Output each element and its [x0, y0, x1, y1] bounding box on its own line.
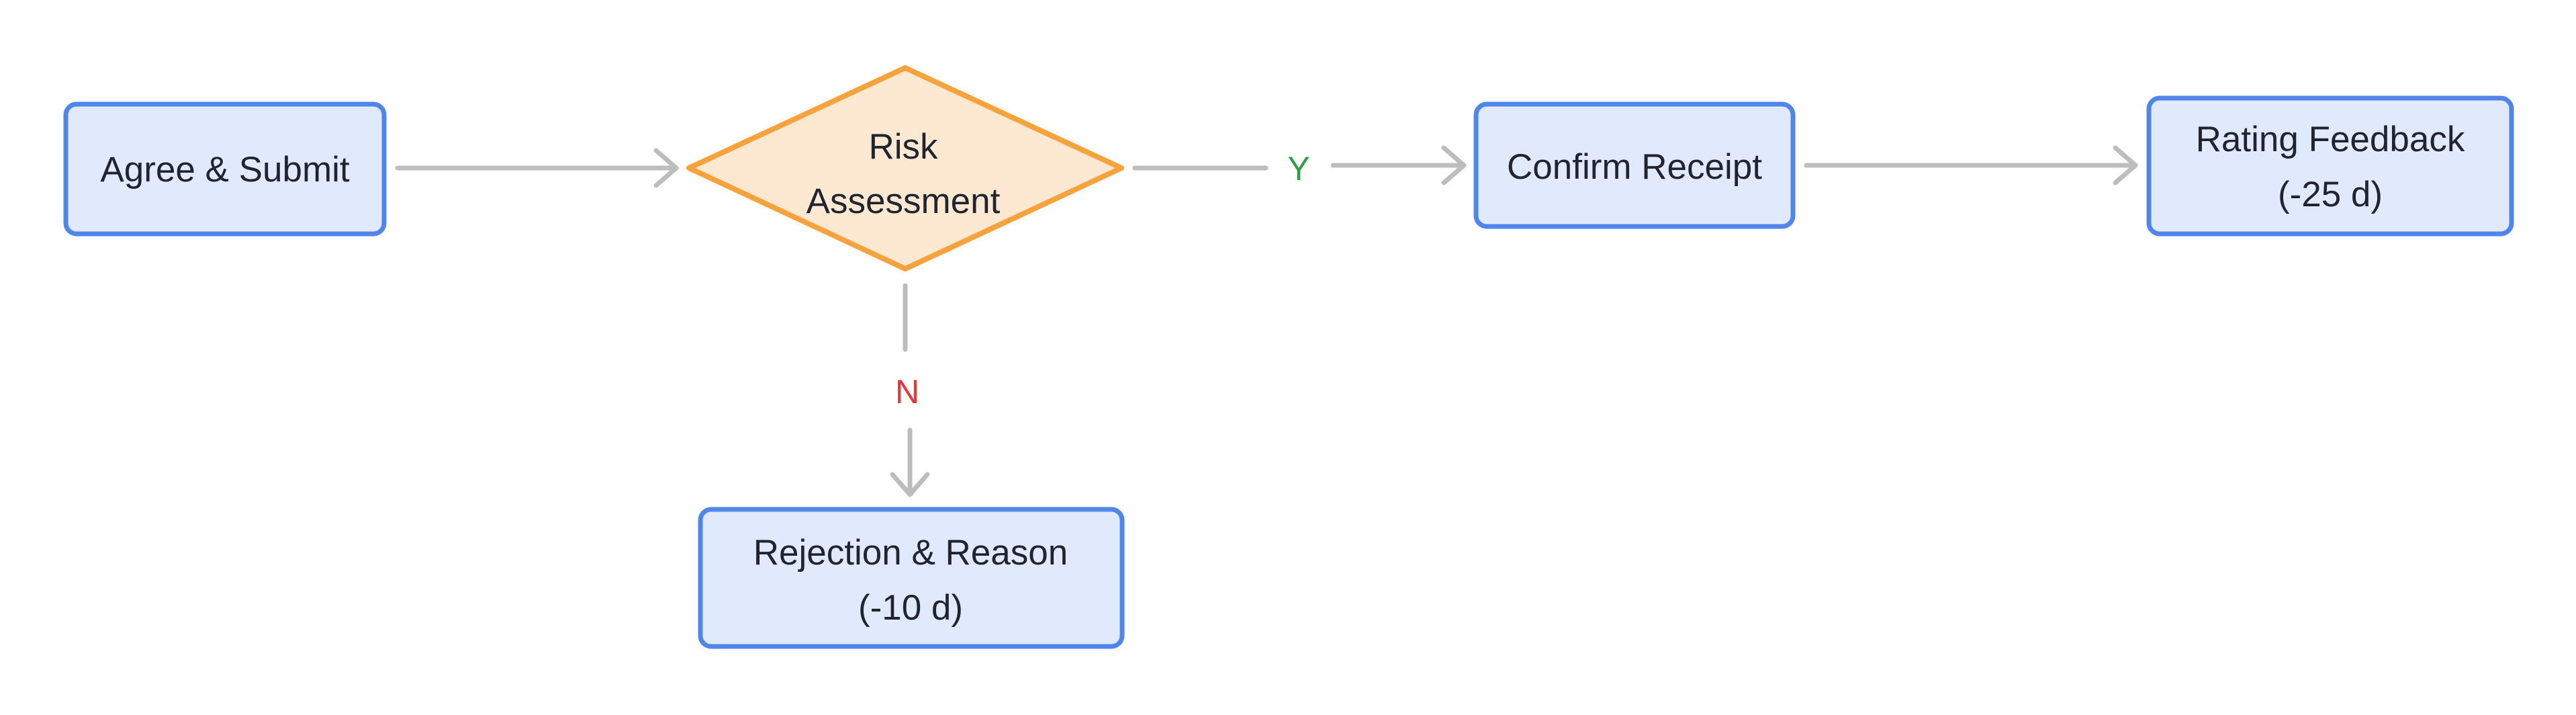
node-label: Confirm Receipt	[1507, 147, 1762, 187]
edge-risk-to-rejection	[890, 283, 930, 497]
edge-risk-to-confirm	[1132, 145, 1467, 185]
process-node-agree-submit[interactable]: Agree & Submit	[63, 101, 387, 237]
process-node-rejection-reason[interactable]: Rejection & Reason (-10 d)	[698, 507, 1125, 649]
node-label: Agree & Submit	[100, 150, 349, 190]
decision-node-risk-assessment[interactable]: Risk Assessment	[686, 65, 1124, 271]
node-label-line2: Assessment	[807, 181, 1001, 221]
edge-agree-to-risk	[395, 148, 679, 188]
process-node-rating-feedback[interactable]: Rating Feedback (-25 d)	[2146, 95, 2514, 237]
edge-confirm-to-rating	[1804, 145, 2138, 185]
edges	[395, 145, 2138, 497]
edge-label-no: N	[895, 373, 919, 411]
process-node-confirm-receipt[interactable]: Confirm Receipt	[1473, 101, 1796, 229]
node-label-line1: Rating Feedback	[2196, 120, 2465, 159]
node-label-line2: (-25 d)	[2278, 175, 2383, 214]
edge-label-yes: Y	[1287, 150, 1309, 187]
node-label-line1: Risk	[868, 127, 938, 167]
node-label-line1: Rejection & Reason	[753, 533, 1068, 573]
node-label-line2: (-10 d)	[858, 588, 963, 628]
